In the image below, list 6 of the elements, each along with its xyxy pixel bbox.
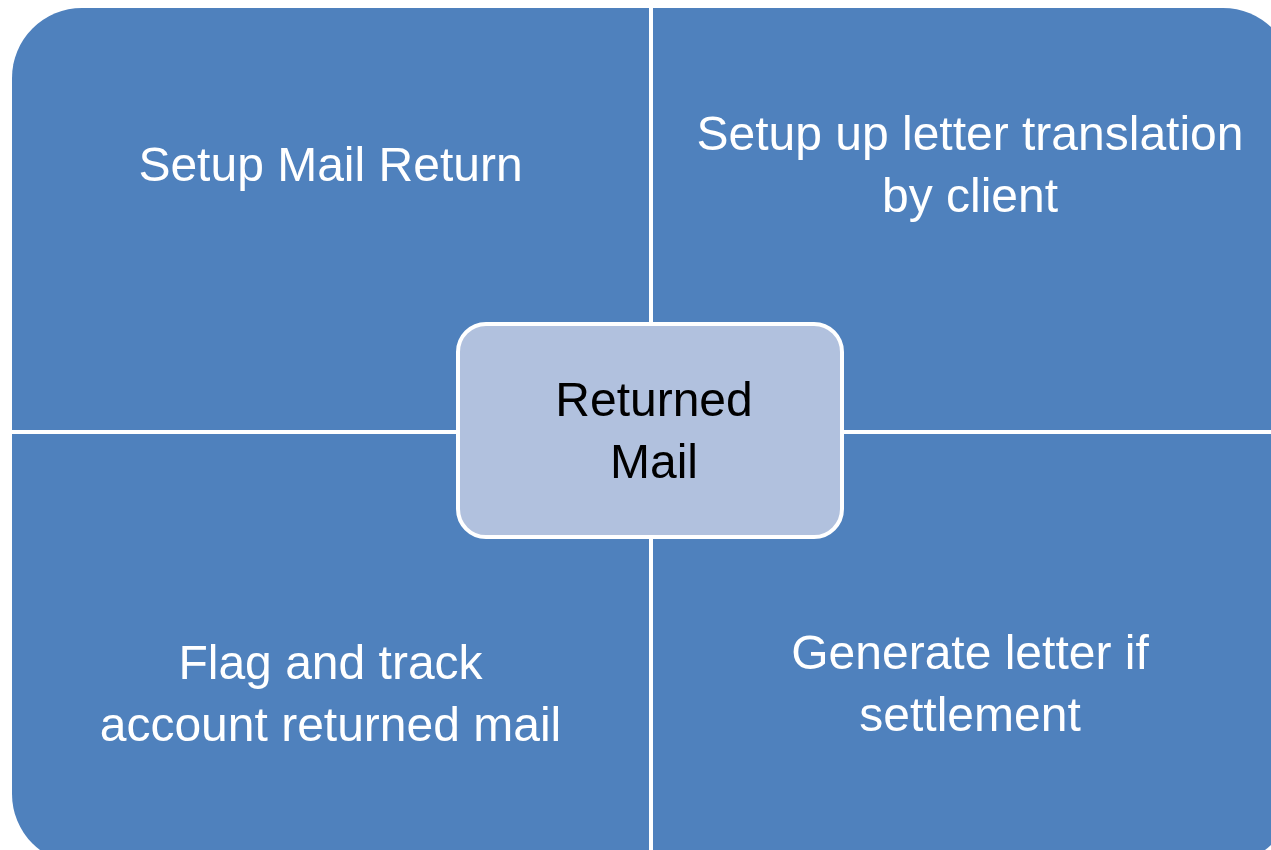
center-rounded-box: [456, 322, 844, 539]
node-label: Setup Mail Return: [137, 136, 524, 193]
node-label: Setup up letter translation by client: [695, 105, 1245, 224]
node-label: Flag and track account returned mail: [98, 634, 563, 753]
node-label: Returned Mail: [554, 371, 754, 490]
node-label: Generate letter if settlement: [790, 624, 1150, 743]
